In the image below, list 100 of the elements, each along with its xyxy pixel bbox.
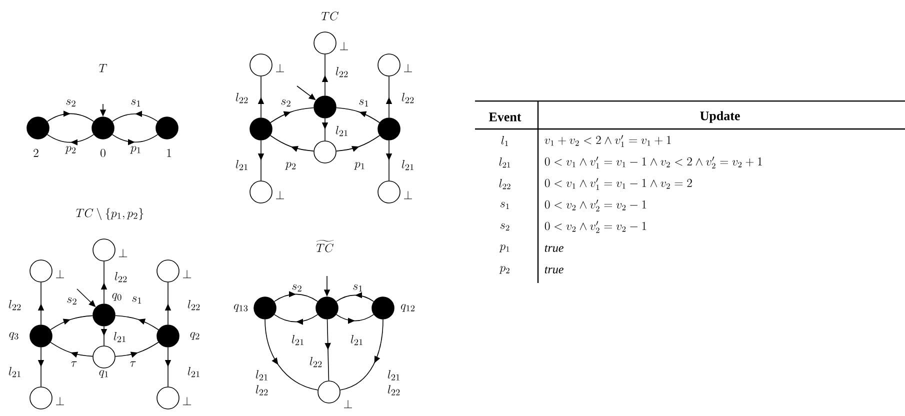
edge-label: $s_2$ — [66, 297, 78, 305]
state-label: $\bot$ — [276, 191, 284, 200]
edge-label: $l_{21}$ — [400, 159, 416, 171]
state-label: $1$ — [167, 148, 171, 157]
state-circle — [314, 96, 336, 118]
state-circle — [156, 116, 178, 140]
arrow — [46, 110, 94, 122]
table-header: Update — [700, 111, 740, 123]
table-cell: $\mathit{true}$ — [544, 245, 564, 252]
state-circle — [30, 324, 52, 348]
edge-label: $s_1$ — [130, 99, 142, 107]
arrow — [112, 110, 158, 122]
state-label: $\bot$ — [183, 397, 191, 406]
arrow — [274, 291, 318, 302]
edge-label: $l_{22}$ — [308, 356, 324, 368]
state-circle — [156, 324, 180, 348]
state-circle — [92, 238, 116, 262]
graph-title: $T$ — [99, 64, 108, 72]
edge-label: $l_{21}$ — [290, 334, 306, 346]
edge-label: $l_{21}$ — [8, 366, 22, 378]
arrow — [336, 107, 380, 124]
state-circle — [314, 140, 336, 164]
state-label: $2$ — [34, 148, 38, 157]
arrow — [114, 315, 159, 330]
arrow — [50, 315, 94, 330]
state-label: $q_2$ — [190, 332, 200, 340]
state-circle — [318, 380, 340, 404]
arrow — [270, 135, 314, 152]
state-circle — [92, 304, 116, 326]
state-circle — [250, 54, 272, 76]
state-circle — [92, 346, 116, 368]
edge-label: $\begin{matrix}l_{21}\\ l_{22}\end{matrix}$ — [254, 368, 270, 398]
table-cell: $0 < v_2 \wedge v'_2 = v_2 - 1$ — [544, 200, 646, 212]
state-circle — [378, 54, 400, 76]
state-label: $\bot$ — [404, 191, 412, 200]
arrow — [46, 134, 94, 146]
edge-label: $s_2$ — [65, 99, 77, 107]
state-circle — [378, 118, 400, 140]
state-circle — [378, 180, 400, 204]
edge-label: $\tau$ — [70, 360, 78, 368]
edge-label: $l_{21}$ — [186, 366, 202, 378]
arrow — [336, 292, 374, 302]
edge-label: $l_{22}$ — [8, 299, 22, 311]
arrow — [340, 319, 384, 390]
edge-label: $\tau$ — [129, 360, 137, 368]
edge-label: $p_2$ — [65, 146, 78, 154]
state-circle — [156, 260, 180, 282]
state-label: $\bot$ — [183, 270, 191, 278]
edge-label: $l_{21}$ — [334, 125, 350, 137]
edge-label: $p_2$ — [285, 162, 298, 170]
state-circle — [316, 296, 338, 320]
table-cell: $p_2$ — [499, 266, 510, 274]
edge-label: $s_1$ — [358, 99, 370, 107]
state-label: $q_3$ — [9, 332, 18, 340]
arrow — [264, 319, 318, 390]
state-label: $q_{13}$ — [234, 304, 248, 312]
state-label: $\bot$ — [56, 397, 64, 406]
state-label: $\bot$ — [404, 64, 412, 72]
state-circle — [30, 386, 52, 410]
state-label: $\bot$ — [276, 64, 284, 72]
edge-label: $l_{22}$ — [114, 271, 128, 283]
state-circle — [250, 180, 272, 204]
table-cell: $l_{22}$ — [499, 178, 510, 190]
edge-label: $\begin{matrix}l_{21}\\ l_{22}\end{matrix}$ — [386, 368, 402, 398]
state-label: $\bot$ — [119, 249, 127, 258]
edge-label: $l_{22}$ — [400, 92, 416, 104]
edge-label: $l_{21}$ — [112, 331, 128, 343]
state-label: $q_0$ — [112, 293, 122, 301]
table-cell: $p_1$ — [499, 244, 510, 252]
edge-label: $l_{22}$ — [234, 92, 250, 104]
state-circle — [92, 116, 114, 140]
table-cell: $l_1$ — [501, 136, 508, 146]
graph-title: $TC \setminus \{p_1, p_2\}$ — [76, 208, 144, 220]
table-cell: $l_{21}$ — [499, 157, 510, 168]
state-circle — [254, 296, 276, 320]
table-cell: $0 < v_1 \wedge v'_1 = v_1 - 1 \wedge v_2 = 2$ — [544, 178, 692, 190]
arrow — [270, 107, 314, 124]
edge-label: $s_1$ — [131, 296, 143, 304]
state-circle — [250, 118, 272, 140]
state-label: $q_1$ — [99, 370, 108, 378]
state-label: $q_{12}$ — [401, 304, 414, 312]
edge-label: $l_{21}$ — [234, 159, 250, 171]
table-header: Event — [488, 112, 522, 122]
state-label: $0$ — [100, 148, 106, 158]
arrow — [336, 314, 374, 324]
edge-label: $l_{22}$ — [334, 66, 350, 78]
table-cell: $s_2$ — [500, 223, 510, 230]
graph-title: $\widetilde{TC}$ — [316, 240, 334, 252]
edge-label: $l_{21}$ — [350, 334, 364, 346]
state-label: $\bot$ — [340, 42, 348, 50]
state-circle — [30, 260, 52, 282]
table-cell: $s_1$ — [500, 202, 509, 209]
table-cell: $0 < v_1 \wedge v'_1 = v_1 - 1 \wedge v_2 < 2 \wedge v'_2 = v_2 + 1$ — [544, 156, 762, 168]
state-label: $\bot$ — [56, 270, 64, 278]
state-circle — [372, 296, 394, 320]
table-cell: $0 < v_2 \wedge v'_2 = v_2 - 1$ — [544, 221, 646, 233]
state-label: $\bot$ — [344, 400, 352, 408]
edge-label: $p_1$ — [130, 146, 142, 154]
state-circle — [26, 116, 50, 140]
arrow — [336, 135, 380, 152]
